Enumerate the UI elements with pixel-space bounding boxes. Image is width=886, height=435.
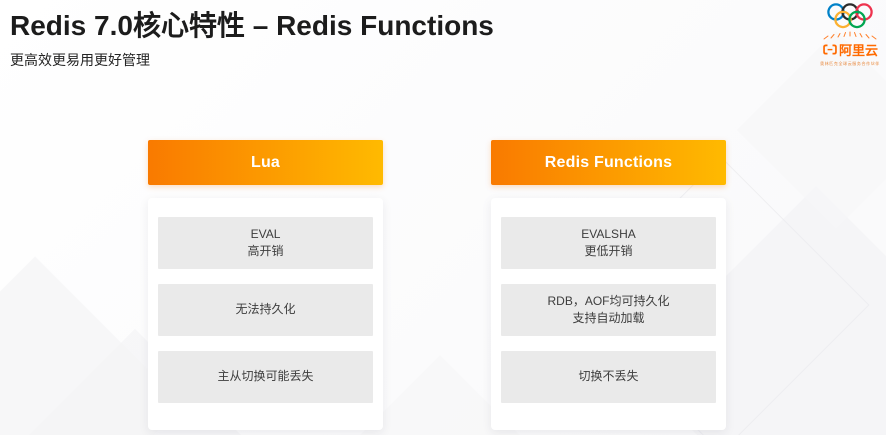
alibaba-cloud-bracket-icon <box>823 44 837 55</box>
comparison-item-text: 切换不丢失 <box>578 369 639 384</box>
title-block: Redis 7.0核心特性 – Redis Functions 更高效更易用更好… <box>10 8 494 70</box>
olympic-rings-icon <box>827 3 873 29</box>
comparison-item-text: 主从切换可能丢失 <box>217 369 314 384</box>
comparison-item: 无法持久化 <box>158 284 373 336</box>
brand-mark: 阿里云 奥林匹克全球云服务合作伙伴 <box>817 2 883 66</box>
comparison-item-text: RDB，AOF均可持久化 支持自动加载 <box>547 293 670 325</box>
column-redis-functions: Redis Functions EVALSHA 更低开销 RDB，AOF均可持久… <box>491 140 726 430</box>
comparison-item-text: EVALSHA 更低开销 <box>581 226 636 258</box>
comparison-columns: Lua EVAL 高开销 无法持久化 主从切换可能丢失 Redis Functi… <box>148 140 726 430</box>
comparison-item: EVALSHA 更低开销 <box>501 217 716 269</box>
alibaba-cloud-logo: 阿里云 <box>822 40 878 59</box>
comparison-item: 切换不丢失 <box>501 351 716 403</box>
column-lua: Lua EVAL 高开销 无法持久化 主从切换可能丢失 <box>148 140 383 430</box>
comparison-card-lua: EVAL 高开销 无法持久化 主从切换可能丢失 <box>148 198 383 430</box>
comparison-item-text: 无法持久化 <box>235 302 296 317</box>
column-header-lua: Lua <box>148 140 383 185</box>
page-subtitle: 更高效更易用更好管理 <box>10 52 150 69</box>
alibaba-cloud-logo-text: 阿里云 <box>838 43 878 58</box>
page-title: Redis 7.0核心特性 – Redis Functions <box>10 10 494 41</box>
sunburst-icon <box>823 31 877 40</box>
brand-tagline: 奥林匹克全球云服务合作伙伴 <box>820 61 880 66</box>
comparison-item: EVAL 高开销 <box>158 217 373 269</box>
comparison-item: RDB，AOF均可持久化 支持自动加载 <box>501 284 716 336</box>
comparison-card-redis-functions: EVALSHA 更低开销 RDB，AOF均可持久化 支持自动加载 切换不丢失 <box>491 198 726 430</box>
comparison-item: 主从切换可能丢失 <box>158 351 373 403</box>
comparison-item-text: EVAL 高开销 <box>247 226 284 258</box>
column-header-redis-functions: Redis Functions <box>491 140 726 185</box>
